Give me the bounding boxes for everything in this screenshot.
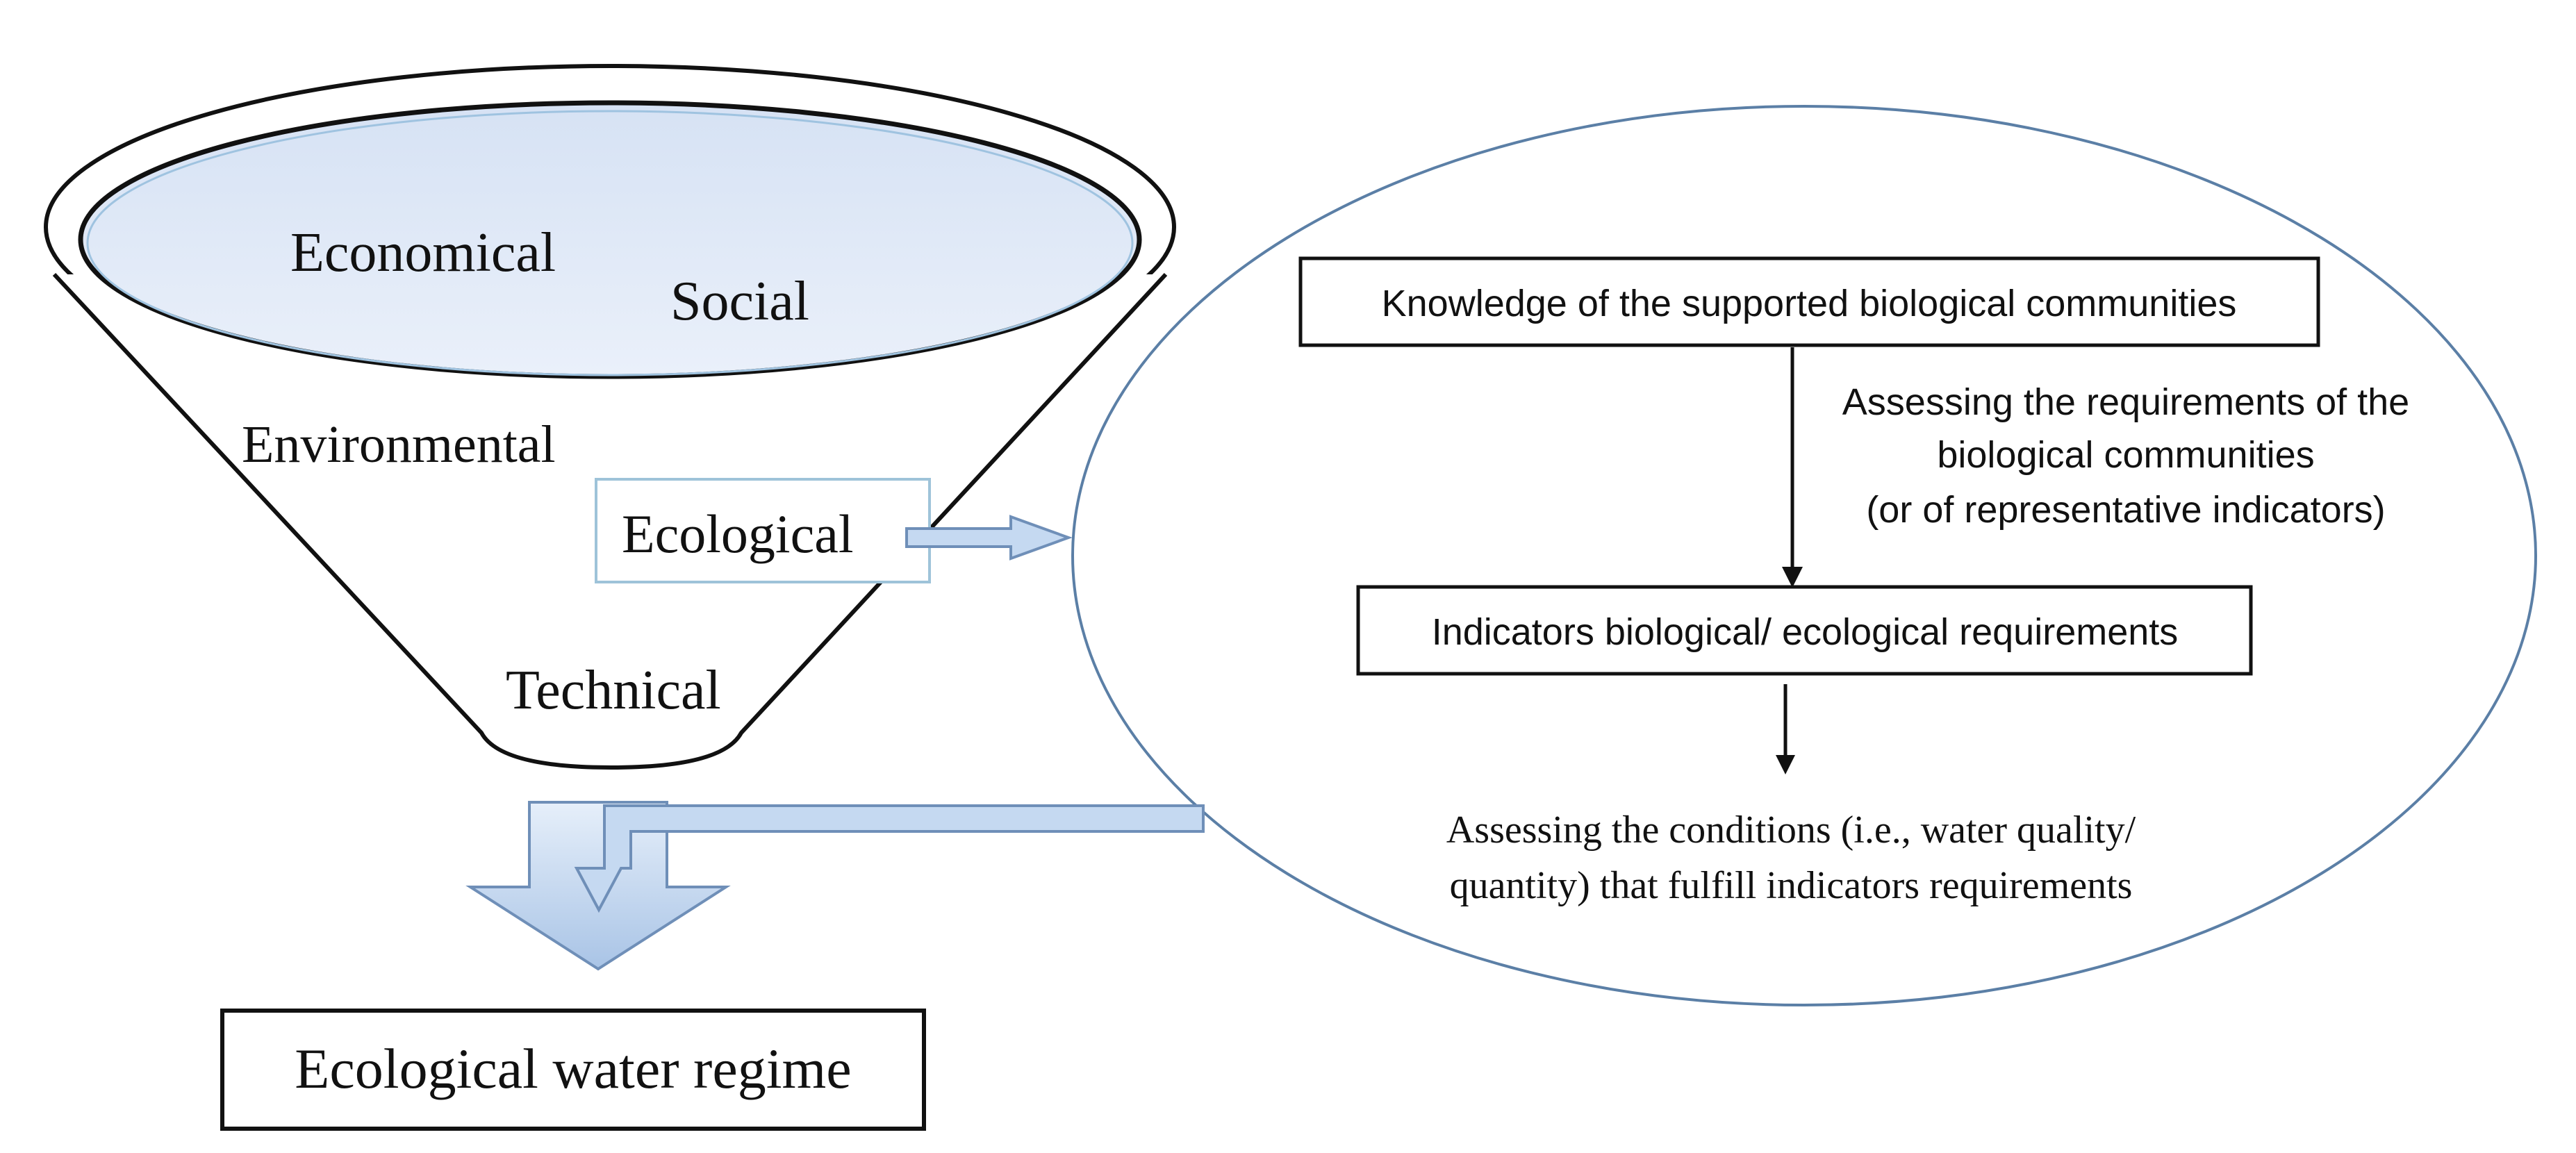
label-social: Social xyxy=(670,271,809,332)
label-environmental: Environmental xyxy=(242,415,556,474)
step-1-line-1: Assessing the requirements of the xyxy=(1842,381,2409,423)
funnel-inner-ellipse xyxy=(78,100,1142,379)
ecological-box xyxy=(595,478,931,583)
step-1-line-3: (or of representative indicators) xyxy=(1866,489,2385,531)
box-indicators xyxy=(1356,585,2253,676)
flow-arrow-2-head xyxy=(1776,755,1795,774)
funnel-inner-ellipse-highlight xyxy=(86,110,1134,376)
label-ecological: Ecological xyxy=(622,504,854,564)
label-technical: Technical xyxy=(506,660,721,721)
funnel: Economical Social Environmental Ecologic… xyxy=(44,64,1176,770)
inner-return-arrow xyxy=(574,804,1205,913)
flow-arrow-1-head xyxy=(1782,567,1803,588)
box-indicators-text: Indicators biological/ ecological requir… xyxy=(1432,611,2179,653)
step-2-line-2: quantity) that fulfill indicators requir… xyxy=(1450,864,2133,907)
label-economical: Economical xyxy=(290,222,556,283)
output-label: Ecological water regime xyxy=(295,1037,851,1100)
ecological-to-detail-arrow xyxy=(905,515,1073,561)
step-1-line-2: biological communities xyxy=(1937,434,2314,476)
detail-flow: Knowledge of the supported biological co… xyxy=(1298,256,2409,907)
step-2-line-1: Assessing the conditions (i.e., water qu… xyxy=(1446,808,2136,852)
box-knowledge xyxy=(1298,256,2320,347)
box-knowledge-text: Knowledge of the supported biological co… xyxy=(1382,283,2237,324)
output-box xyxy=(220,1009,926,1131)
